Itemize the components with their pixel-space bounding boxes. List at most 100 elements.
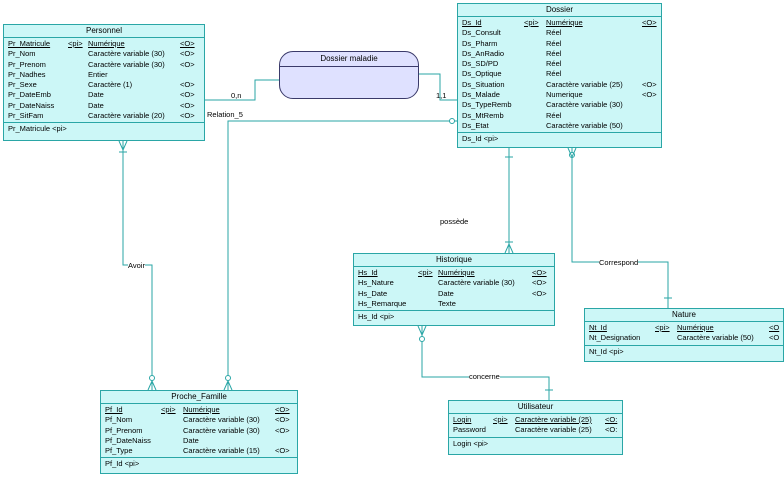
attribute-name: Pr_DateNaiss <box>8 100 55 110</box>
attribute-key: <pi> <box>418 268 433 277</box>
entity-title: Historique <box>354 254 554 267</box>
entity-title: Personnel <box>4 25 204 38</box>
identifier-row: Hs_Id <pi> <box>358 312 395 322</box>
attribute-flag: <O> <box>180 111 195 121</box>
attribute-name: Pr_Matricule <box>8 39 51 48</box>
attribute-row: Nt_Id<pi>Numérique<O <box>589 323 779 333</box>
optional-circle-dossier-relation5 <box>449 118 455 124</box>
identifier-row: Ds_Id <pi> <box>462 134 499 144</box>
attribute-flag: <O> <box>642 79 657 89</box>
attribute-name: Pf_Type <box>105 446 133 456</box>
attribute-type: Caractère variable (50) <box>546 120 623 130</box>
attribute-name: Ds_AnRadio <box>462 48 505 58</box>
entity-title: Dossier <box>458 4 661 17</box>
attribute-name: Pf_Prenom <box>105 425 143 435</box>
attribute-name: Nt_Id <box>589 323 607 332</box>
attribute-name: Pr_Prenom <box>8 59 46 69</box>
attribute-type: Caractère variable (30) <box>183 415 260 425</box>
attribute-type: Réel <box>546 38 562 48</box>
attribute-name: Pf_DateNaiss <box>105 435 151 445</box>
attribute-row: Pf_Prenom Caractère variable (30) <O> <box>105 426 293 436</box>
attribute-name: Nt_Designation <box>589 333 641 343</box>
attribute-flag: <O> <box>180 59 195 69</box>
attribute-flag: <O: <box>605 425 618 435</box>
attribute-row: Login<pi>Caractère variable (25)<O: <box>453 415 618 425</box>
attribute-row: Pr_Nadhes Entier <box>8 70 200 80</box>
attribute-name: Password <box>453 425 486 435</box>
attribute-flag: <O <box>769 333 780 343</box>
attribute-type: Entier <box>88 69 108 79</box>
crowfoot-dossier-correspond <box>567 147 577 159</box>
attribute-flag: <O> <box>275 446 290 456</box>
crowfoot-historique-possede <box>504 241 514 254</box>
attribute-type: Numérique <box>546 18 583 27</box>
cardinality-personnel: 0,n <box>231 91 242 100</box>
attribute-flag: <O> <box>275 405 290 414</box>
label-correspond: Correspond <box>599 258 639 267</box>
identifier-row: Pf_Id <pi> <box>105 459 140 469</box>
attribute-type: Caractère variable (15) <box>183 446 260 456</box>
attribute-type: Caractère variable (30) <box>88 59 165 69</box>
attribute-type: Numérique <box>438 268 475 277</box>
attribute-name: Ds_Id <box>462 18 482 27</box>
attribute-flag: <O <box>769 323 780 332</box>
attribute-type: Texte <box>438 298 456 308</box>
attribute-flag: <O> <box>275 425 290 435</box>
attribute-type: Numérique <box>88 39 125 48</box>
attribute-key: <pi> <box>524 18 539 27</box>
attribute-type: Réel <box>546 59 562 69</box>
attribute-type: Numerique <box>546 90 583 100</box>
attribute-row: Ds_Id<pi>Numérique<O> <box>462 18 657 28</box>
attribute-flag: <O> <box>180 49 195 59</box>
attribute-type: Date <box>438 288 454 298</box>
attribute-flag: <O> <box>532 278 547 288</box>
attribute-row: Hs_Date Date <O> <box>358 289 550 299</box>
attribute-type: Caractère variable (20) <box>88 111 165 121</box>
entity-title: Proche_Famille <box>101 391 297 404</box>
entity-title: Nature <box>585 309 783 322</box>
attribute-name: Hs_Date <box>358 288 388 298</box>
attribute-type: Réel <box>546 28 562 38</box>
attribute-type: Date <box>183 435 199 445</box>
attribute-flag: <O> <box>532 268 547 277</box>
attribute-name: Ds_MtRemb <box>462 110 504 120</box>
identifier-row: Nt_Id <pi> <box>589 346 624 356</box>
association-title: Dossier maladie <box>280 52 418 67</box>
association-dossier-maladie[interactable]: Dossier maladie <box>279 51 419 99</box>
link-correspond <box>571 148 669 308</box>
attribute-key: <pi> <box>68 39 83 48</box>
attribute-row: Pr_Prenom Caractère variable (30) <O> <box>8 60 200 70</box>
attribute-flag: <O: <box>605 415 618 424</box>
crowfoot-historique-concerne <box>417 325 427 337</box>
attribute-type: Caractère variable (30) <box>183 425 260 435</box>
cardinality-dossier: 1,1 <box>436 91 447 100</box>
attribute-flag: <O> <box>275 415 290 425</box>
link-personnel-dossier-maladie <box>205 79 280 101</box>
attribute-type: Caractère variable (25) <box>515 425 592 435</box>
attribute-name: Ds_SD/PD <box>462 59 499 69</box>
attribute-name: Hs_Nature <box>358 278 394 288</box>
attribute-name: Ds_Malade <box>462 90 500 100</box>
attribute-name: Pr_Nadhes <box>8 69 46 79</box>
attribute-flag: <O> <box>532 288 547 298</box>
attribute-type: Caractère (1) <box>88 80 133 90</box>
attribute-flag: <O> <box>180 90 195 100</box>
attribute-name: Login <box>453 415 472 424</box>
attribute-type: Réel <box>546 69 562 79</box>
